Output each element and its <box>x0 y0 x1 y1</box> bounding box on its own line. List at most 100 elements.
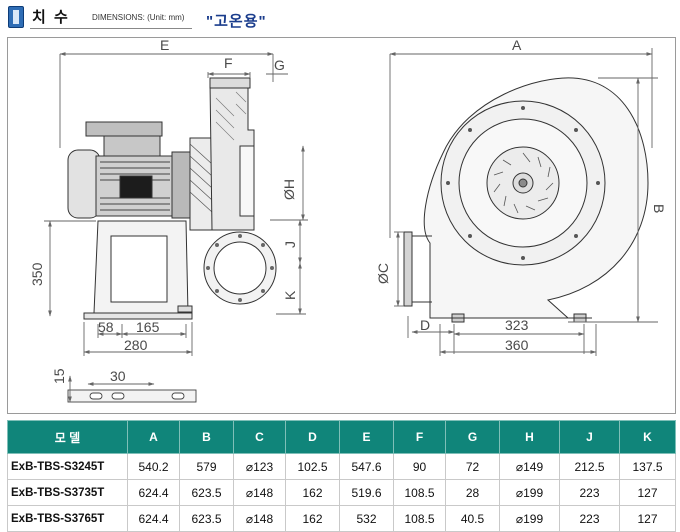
cell-j: 212.5 <box>559 453 620 480</box>
page-title: 치 수 <box>32 9 70 26</box>
cell-k: 137.5 <box>619 453 676 480</box>
cell-model: ExB-TBS-S3765T <box>7 505 128 532</box>
table-row: ExB-TBS-S3245T 540.2 579 ⌀123 102.5 547.… <box>7 453 676 480</box>
label-350: 350 <box>29 262 45 286</box>
cell-h: ⌀199 <box>499 479 560 506</box>
header: 치 수 DIMENSIONS: (Unit: mm) "고온용" <box>0 0 680 34</box>
nameplate <box>119 175 153 199</box>
cell-e: 519.6 <box>339 479 394 506</box>
outlet-flange-front <box>403 231 413 307</box>
base-plate <box>83 312 193 320</box>
cell-d: 102.5 <box>285 453 340 480</box>
motor-flange <box>171 151 191 219</box>
col-header-k: K <box>619 420 676 454</box>
cell-d: 162 <box>285 505 340 532</box>
impeller-blades <box>493 152 554 214</box>
terminal-cap <box>85 121 163 137</box>
cell-g: 28 <box>445 479 500 506</box>
cell-c: ⌀148 <box>233 479 286 506</box>
shaft-housing <box>189 137 213 231</box>
col-header-f: F <box>393 420 446 454</box>
high-temp-tag: "고온용" <box>206 13 267 30</box>
blower-drawing-svg: E F G ØH J K 350 58 165 280 15 30 A B ØC… <box>29 38 667 403</box>
cell-model: ExB-TBS-S3245T <box>7 453 128 480</box>
cell-b: 623.5 <box>179 505 234 532</box>
header-underline <box>30 28 192 29</box>
table-row: ExB-TBS-S3765T 624.4 623.5 ⌀148 162 532 … <box>7 505 676 532</box>
front-view <box>403 77 649 323</box>
table-row: ExB-TBS-S3735T 624.4 623.5 ⌀148 162 519.… <box>7 479 676 506</box>
label-a: A <box>512 38 522 53</box>
label-j: J <box>282 241 298 248</box>
label-k: K <box>282 290 298 300</box>
label-280: 280 <box>124 337 148 353</box>
slot-2 <box>111 392 125 400</box>
base-hole-detail <box>67 375 197 403</box>
label-e: E <box>160 38 169 53</box>
label-360: 360 <box>505 337 529 353</box>
label-f: F <box>224 55 233 71</box>
cell-a: 624.4 <box>127 505 180 532</box>
cell-b: 579 <box>179 453 234 480</box>
col-header-b: B <box>179 420 234 454</box>
inlet-bolts <box>206 234 274 302</box>
cell-e: 547.6 <box>339 453 394 480</box>
cell-k: 127 <box>619 479 676 506</box>
label-c: ØC <box>375 263 391 284</box>
cell-model: ExB-TBS-S3735T <box>7 479 128 506</box>
table-header-row: 모 델 A B C D E F G H J K <box>7 420 676 454</box>
cell-b: 623.5 <box>179 479 234 506</box>
cell-h: ⌀199 <box>499 505 560 532</box>
label-30: 30 <box>110 368 126 384</box>
units-subtitle: DIMENSIONS: (Unit: mm) <box>92 13 185 22</box>
col-header-a: A <box>127 420 180 454</box>
side-view <box>67 77 277 320</box>
stand-window <box>110 235 168 303</box>
label-b: B <box>651 204 667 213</box>
cell-c: ⌀148 <box>233 505 286 532</box>
cell-a: 624.4 <box>127 479 180 506</box>
casing-hatch <box>239 145 255 217</box>
cell-g: 72 <box>445 453 500 480</box>
slot-3 <box>171 392 185 400</box>
outlet-flange <box>209 77 251 89</box>
col-header-c: C <box>233 420 286 454</box>
dimension-drawing: E F G ØH J K 350 58 165 280 15 30 A B ØC… <box>7 37 676 414</box>
col-header-model: 모 델 <box>7 420 128 454</box>
cell-d: 162 <box>285 479 340 506</box>
col-header-d: D <box>285 420 340 454</box>
label-h: ØH <box>281 179 297 200</box>
cell-e: 532 <box>339 505 394 532</box>
col-header-g: G <box>445 420 500 454</box>
casing-bolts <box>446 106 600 260</box>
cell-c: ⌀123 <box>233 453 286 480</box>
cell-g: 40.5 <box>445 505 500 532</box>
label-d: D <box>420 317 430 333</box>
motor-rear-cap <box>67 149 101 219</box>
label-323: 323 <box>505 317 529 333</box>
cell-j: 223 <box>559 505 620 532</box>
label-15: 15 <box>51 368 67 384</box>
hub-inner <box>518 178 528 188</box>
spec-table: 모 델 A B C D E F G H J K ExB-TBS-S3245T 5… <box>7 420 676 532</box>
cell-a: 540.2 <box>127 453 180 480</box>
col-header-h: H <box>499 420 560 454</box>
col-header-j: J <box>559 420 620 454</box>
cell-j: 223 <box>559 479 620 506</box>
cell-f: 90 <box>393 453 446 480</box>
front-view-dimensions <box>389 48 658 356</box>
cell-k: 127 <box>619 505 676 532</box>
casing-support <box>177 305 193 313</box>
cell-f: 108.5 <box>393 479 446 506</box>
label-165: 165 <box>136 319 160 335</box>
cell-f: 108.5 <box>393 505 446 532</box>
side-view-dimensions <box>44 52 308 356</box>
inlet-flange-inner <box>213 241 267 295</box>
document-icon <box>8 6 24 28</box>
cell-h: ⌀149 <box>499 453 560 480</box>
slot-1 <box>89 392 103 400</box>
terminal-box <box>103 135 161 157</box>
label-58: 58 <box>98 319 114 335</box>
label-g: G <box>274 57 285 73</box>
col-header-e: E <box>339 420 394 454</box>
